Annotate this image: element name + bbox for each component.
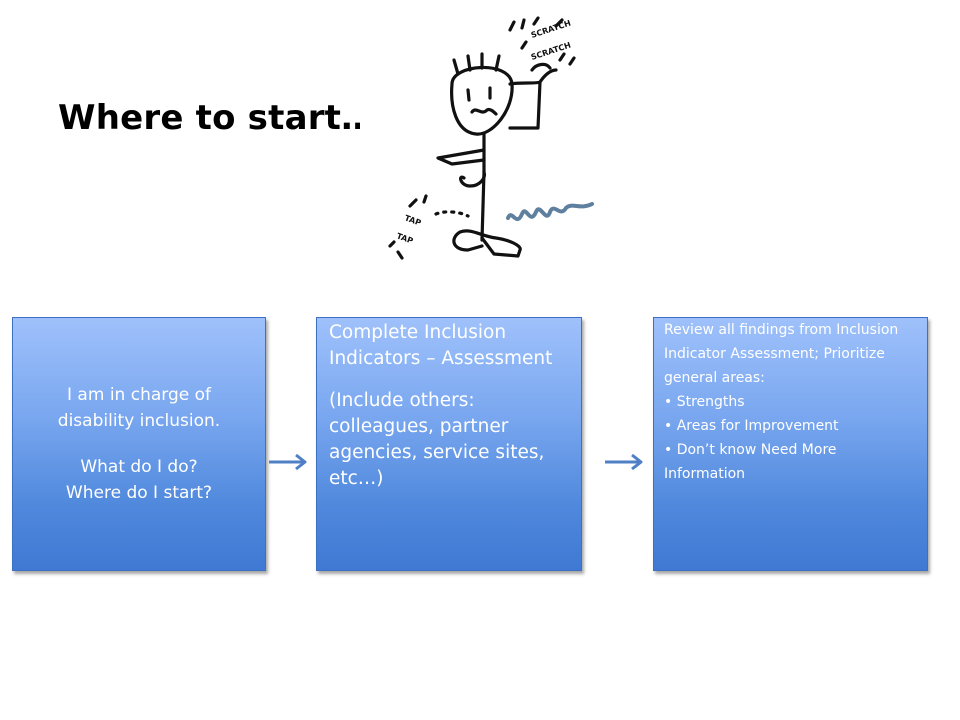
step-box-assessment: Complete Inclusion Indicators – Assessme… — [316, 317, 582, 571]
box1-line: Where do I start? — [65, 483, 213, 503]
step-box-review: Review all findings from Inclusion Indic… — [653, 317, 928, 571]
arrow-right-icon — [268, 453, 308, 471]
step-box-start: I am in charge of disability inclusion. … — [12, 317, 266, 571]
slide-title: Where to start… — [58, 98, 376, 138]
arrow-right-icon — [604, 453, 644, 471]
box1-line: disability inclusion. — [57, 411, 221, 431]
stick-figure-illustration: SCRATCH SCRATCH TAP TAP — [360, 0, 610, 272]
box3-bullet: • Areas for Improvement — [664, 418, 839, 434]
box3-bullet: • Don’t know Need More Information — [664, 442, 837, 482]
box1-line: What do I do? — [80, 457, 198, 477]
box1-line: I am in charge of — [67, 385, 211, 405]
box2-heading: Complete Inclusion Indicators – Assessme… — [329, 322, 553, 369]
box3-intro: Review all findings from Inclusion Indic… — [664, 322, 899, 386]
box2-body: (Include others: colleagues, partner age… — [329, 390, 545, 489]
box3-bullet: • Strengths — [664, 394, 745, 410]
